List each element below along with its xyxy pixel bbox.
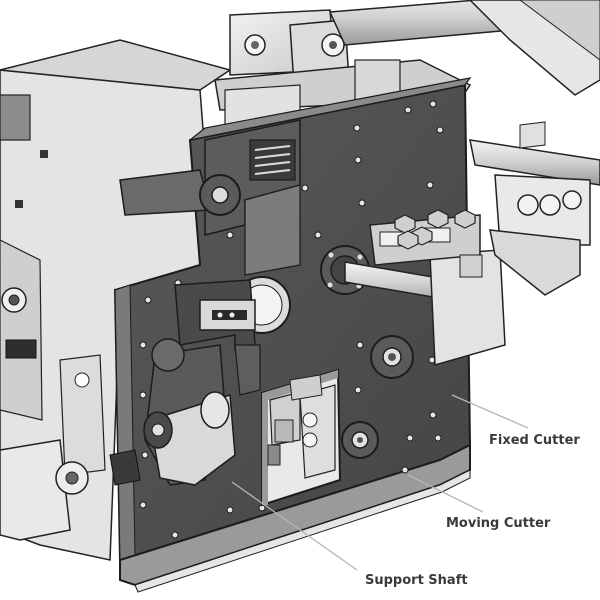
moving-cutter-assembly — [109, 279, 261, 486]
leader-fixed-cutter — [451, 394, 529, 429]
leader-lines — [231, 394, 529, 571]
fixed-cutter-assembly — [369, 121, 600, 366]
fixed-cutter-label: Fixed Cutter — [489, 433, 580, 448]
leader-moving-cutter — [407, 474, 484, 513]
moving-cutter-label: Moving Cutter — [446, 516, 551, 531]
right-flange — [370, 335, 414, 379]
guide-block — [119, 119, 301, 276]
support-shaft-label: Support Shaft — [365, 573, 468, 588]
lower-flange — [341, 421, 379, 459]
leader-support-shaft — [231, 481, 358, 571]
lower-window — [261, 368, 342, 507]
